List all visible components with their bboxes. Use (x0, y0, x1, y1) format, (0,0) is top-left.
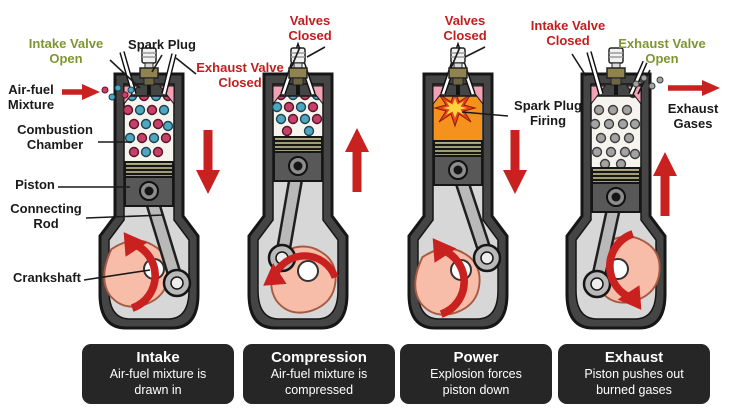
caption-power: Power Explosion forces piston down (400, 344, 552, 404)
label-spark-plug: Spark Plug (128, 37, 196, 52)
rod-big-end (582, 269, 612, 299)
label-combustion-chamber: Combustion Chamber (17, 122, 93, 153)
label-spark-plug-firing: Spark Plug Firing (514, 98, 582, 129)
caption-exhaust: Exhaust Piston pushes out burned gases (558, 344, 710, 404)
rod-big-end (472, 243, 502, 273)
engine-exhaust-stroke (565, 47, 677, 330)
caption-intake: Intake Air-fuel mixture is drawn in (82, 344, 234, 404)
label-exhaust-valve-open: Exhaust Valve Open (618, 36, 706, 67)
caption-desc: Air-fuel mixture is drawn in (109, 367, 207, 397)
label-valves-closed-power: Valves Closed (443, 13, 487, 44)
label-intake-valve-open: Intake Valve Open (28, 36, 104, 67)
label-piston: Piston (15, 177, 55, 192)
caption-desc: Air-fuel mixture is compressed (270, 367, 368, 397)
label-crankshaft: Crankshaft (13, 270, 81, 285)
caption-title: Exhaust (604, 349, 664, 366)
crank-pin (297, 260, 319, 282)
caption-title: Intake (136, 349, 180, 366)
caption-title: Compression (271, 349, 367, 366)
engine-compression-stroke (247, 41, 369, 330)
label-connecting-rod: Connecting Rod (10, 201, 82, 232)
caption-desc: Piston pushes out burned gases (584, 367, 684, 397)
explosion-burst-icon (433, 88, 477, 128)
label-intake-valve-closed: Intake Valve Closed (530, 18, 606, 49)
label-air-fuel-mixture: Air-fuel Mixture (7, 82, 55, 113)
rod-big-end (267, 243, 297, 273)
caption-title: Power (453, 349, 499, 366)
rod-big-end (162, 268, 192, 298)
label-exhaust-valve-closed: Exhaust Valve Closed (196, 60, 284, 91)
label-valves-closed-compression: Valves Closed (288, 13, 332, 44)
label-exhaust-gases: Exhaust Gases (667, 101, 719, 132)
caption-compression: Compression Air-fuel mixture is compress… (243, 344, 395, 404)
caption-desc: Explosion forces piston down (430, 367, 522, 397)
engine-intake-stroke (98, 47, 220, 330)
burned-gas-dots (589, 80, 643, 170)
engine-power-stroke (407, 41, 527, 330)
